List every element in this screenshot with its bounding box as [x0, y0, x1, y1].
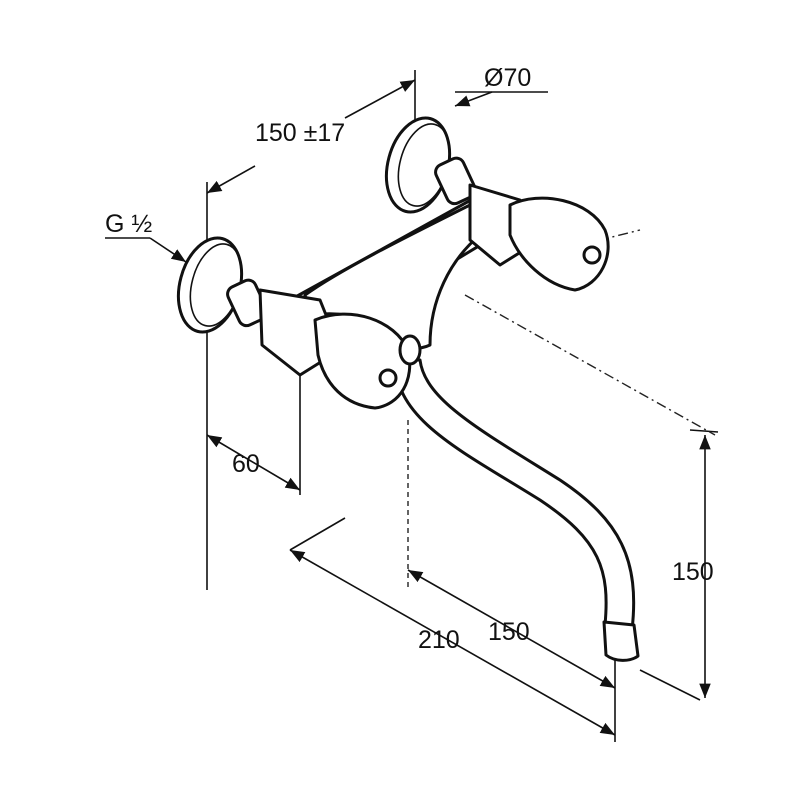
- mount-spacing-label: 150 ±17: [255, 119, 345, 147]
- plate-diameter-label: Ø70: [484, 64, 531, 92]
- dimension-lines: [105, 79, 711, 736]
- faucet-illustration: [176, 116, 640, 662]
- height-label: 150: [672, 558, 714, 586]
- depth-label: 60: [232, 450, 260, 478]
- thread-label: G ½: [105, 210, 152, 238]
- total-projection-label: 210: [418, 626, 460, 654]
- right-handle: [508, 196, 610, 292]
- spout-projection-label: 150: [488, 618, 530, 646]
- spout-aerator: [602, 620, 640, 662]
- spout: [393, 358, 636, 632]
